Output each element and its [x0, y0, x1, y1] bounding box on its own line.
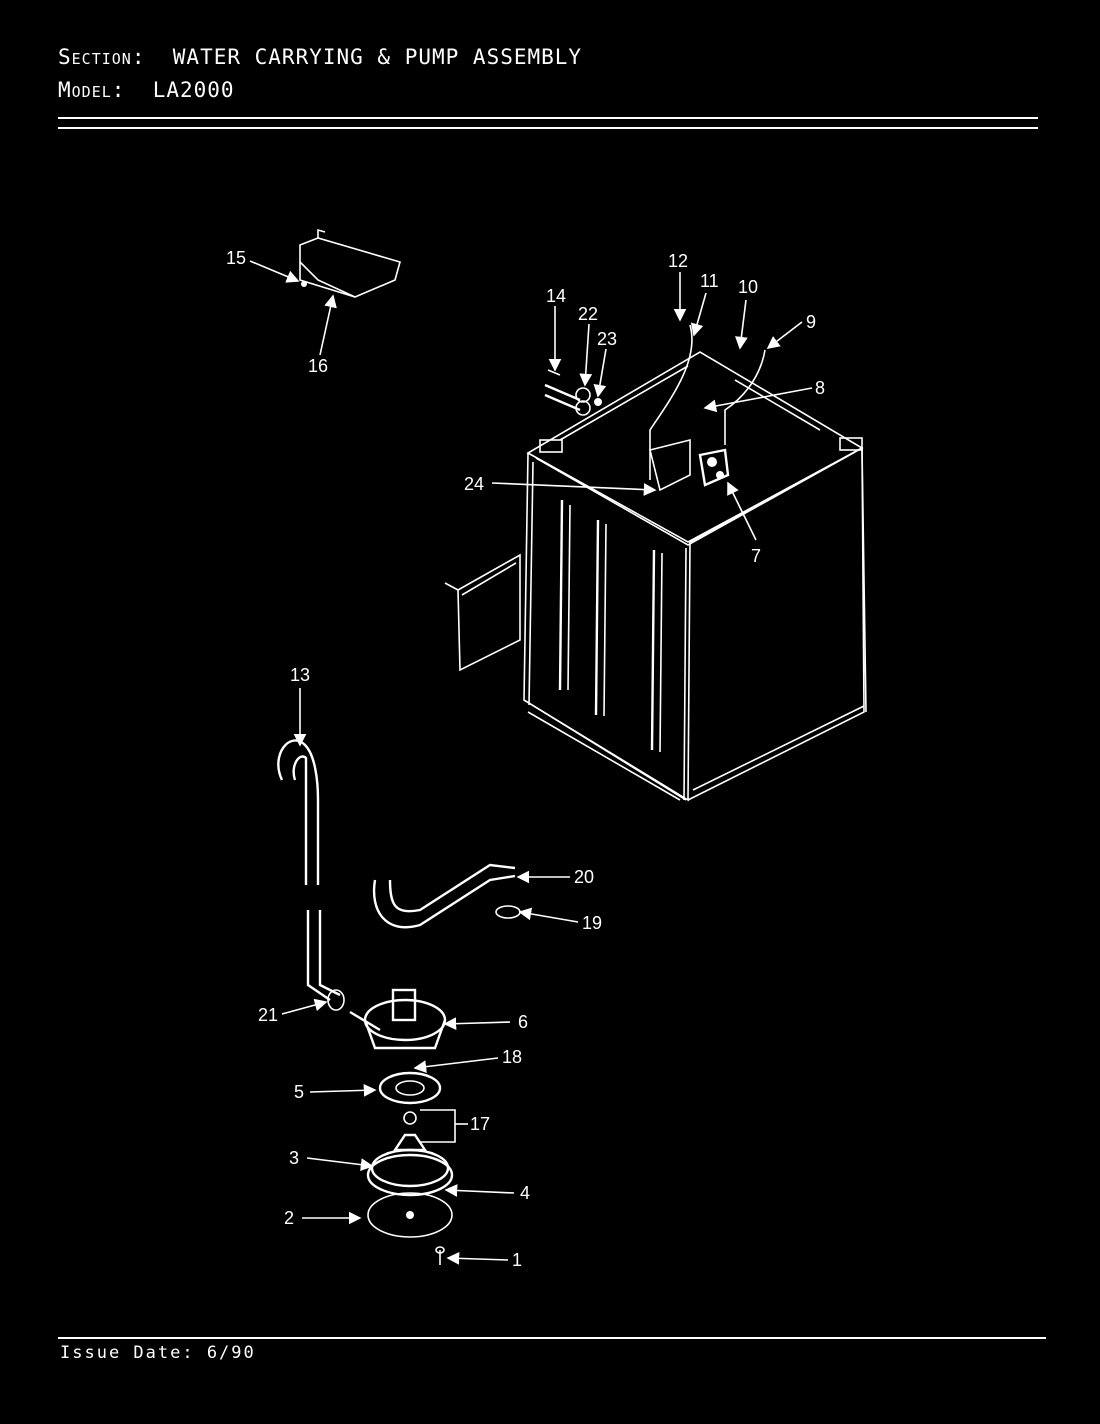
callout-17: 17 [470, 1114, 490, 1134]
callout-19: 19 [582, 913, 602, 933]
drain-hose [277, 739, 320, 885]
callout-11: 11 [700, 271, 719, 291]
model-key: Model: [58, 78, 126, 102]
callout-6: 6 [518, 1012, 528, 1032]
callout-18: 18 [502, 1047, 522, 1067]
header-rule-top [58, 117, 1038, 119]
callout-3: 3 [289, 1148, 299, 1168]
section-key: Section: [58, 45, 146, 69]
callout-4: 4 [520, 1183, 530, 1203]
issue-date: Issue Date: 6/90 [60, 1343, 256, 1363]
section-title: WATER CARRYING & PUMP ASSEMBLY [172, 45, 583, 69]
access-panel [444, 553, 521, 672]
header-rule-bottom [58, 127, 1038, 129]
callout-12: 12 [668, 251, 688, 271]
bracket-assembly [299, 228, 401, 298]
leader-lines [249, 260, 813, 1265]
pump-assembly [349, 988, 454, 1265]
section-line: Section: WATER CARRYING & PUMP ASSEMBLY [58, 45, 582, 69]
callout-labels: 1 2 3 4 5 6 7 8 9 10 11 12 13 14 15 16 1… [226, 248, 825, 1270]
callout-20: 20 [574, 867, 594, 887]
pump-hoses [306, 863, 521, 1011]
callout-16: 16 [308, 356, 328, 376]
water-inlet-valve [649, 324, 766, 492]
callout-2: 2 [284, 1208, 294, 1228]
callout-1: 1 [512, 1250, 522, 1270]
callout-10: 10 [738, 277, 758, 297]
washer-cabinet [523, 351, 867, 802]
callout-14: 14 [546, 286, 566, 306]
callout-13: 13 [290, 665, 310, 685]
fill-hose-connectors [544, 369, 602, 416]
callout-22: 22 [578, 304, 598, 324]
footer-rule [58, 1337, 1046, 1339]
callout-8: 8 [815, 378, 825, 398]
callout-23: 23 [597, 329, 617, 349]
callout-21: 21 [258, 1005, 278, 1025]
callout-15: 15 [226, 248, 246, 268]
callout-9: 9 [806, 312, 816, 332]
callout-5: 5 [294, 1082, 304, 1102]
model-number: LA2000 [152, 78, 235, 102]
callout-7: 7 [751, 546, 761, 566]
callout-24: 24 [464, 474, 484, 494]
model-line: Model: LA2000 [58, 78, 235, 102]
